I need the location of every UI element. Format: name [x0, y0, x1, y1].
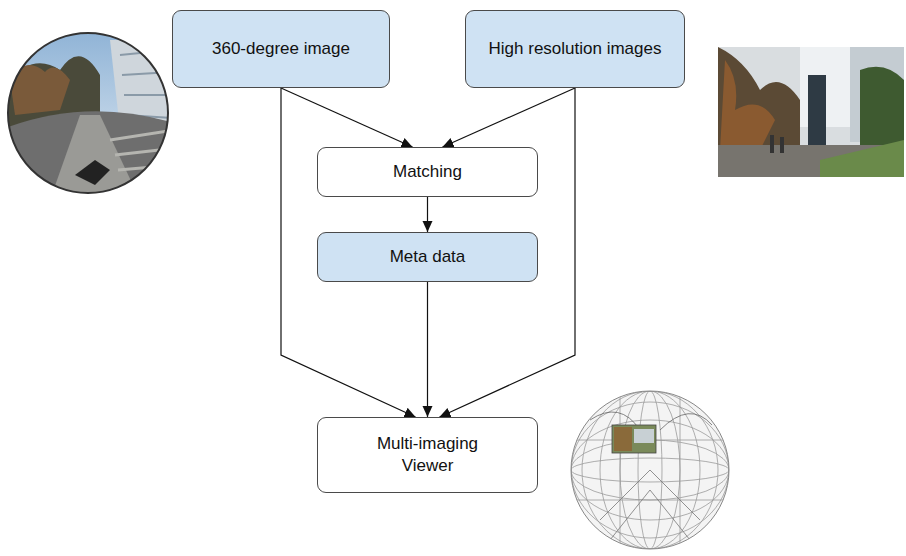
- node-label: Multi-imaging Viewer: [363, 433, 493, 477]
- node-label: Matching: [393, 161, 462, 183]
- flow-arrow: [427, 197, 428, 232]
- flow-arrow: [281, 88, 413, 147]
- wireframe-sphere: [571, 391, 729, 549]
- flow-arrow: [443, 88, 576, 147]
- flow-arrow: [427, 282, 428, 417]
- street-photo: [718, 47, 904, 177]
- fisheye-rim: [8, 33, 168, 193]
- node-label: 360-degree image: [212, 38, 350, 60]
- output-box: Multi-imaging Viewer: [317, 417, 538, 493]
- input-box: 360-degree image: [172, 10, 390, 88]
- data-box: Meta data: [317, 232, 538, 282]
- node-label: Meta data: [390, 246, 466, 268]
- input-box: High resolution images: [465, 10, 685, 88]
- process-box: Matching: [317, 147, 538, 197]
- node-label: High resolution images: [489, 38, 662, 60]
- fisheye-photo: [0, 30, 180, 200]
